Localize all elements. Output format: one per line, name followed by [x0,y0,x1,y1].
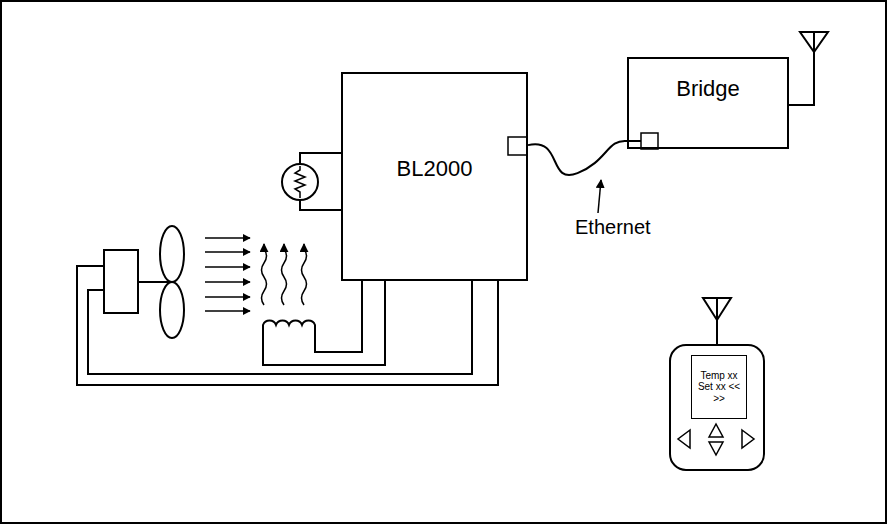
controller-box: BL2000 [341,72,528,281]
ethernet-port [641,133,658,149]
fan-symbol [104,226,184,338]
ethernet-cable [528,141,641,175]
heater-coil [263,280,385,365]
airflow-arrows [205,238,250,311]
handheld-device [670,298,764,470]
node-label: BL2000 [397,156,473,182]
heat-arrows [262,244,307,305]
bridge-box: Bridge [627,57,789,149]
fan-wires [77,266,498,385]
node-label: Bridge [676,76,740,102]
device-screen: Temp xx Set xx << >> [691,355,747,419]
antenna-symbol [788,32,828,105]
node-label: Temp xx Set xx << >> [697,370,741,405]
cable-label: Ethernet [575,216,651,239]
leader-arrow [598,180,601,213]
thermistor-symbol [282,153,341,210]
ethernet-port [508,137,527,155]
